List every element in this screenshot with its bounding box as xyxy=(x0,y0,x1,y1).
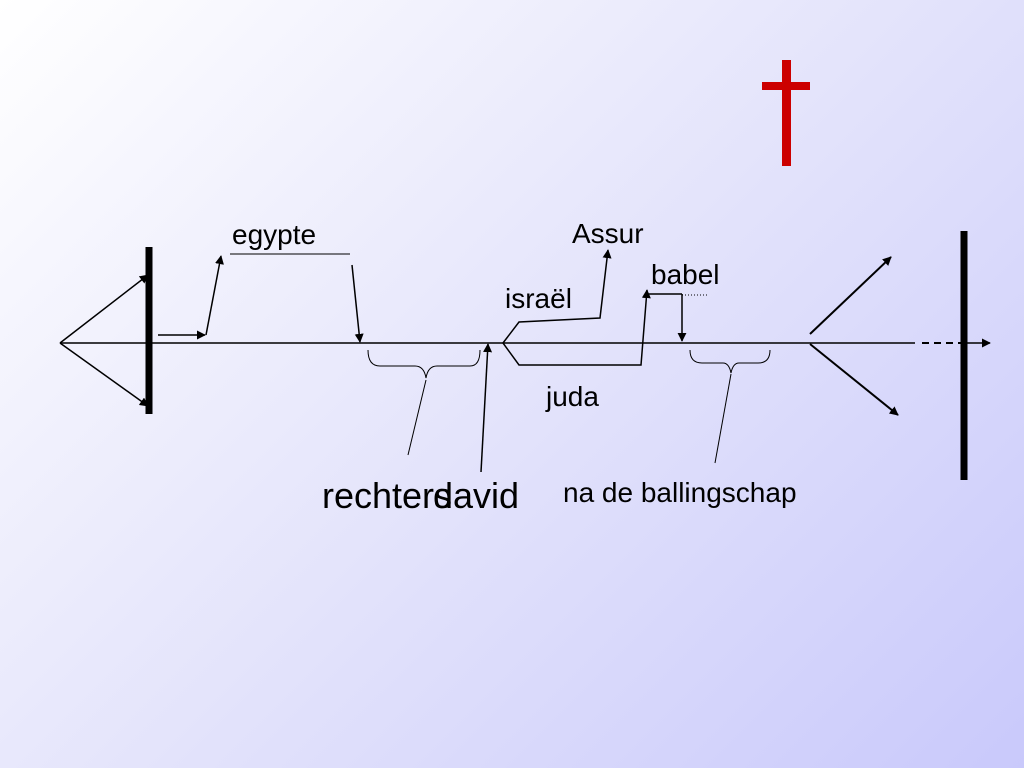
juda-branch-path xyxy=(502,289,651,366)
rechters-pointer-line xyxy=(407,379,427,456)
david-pointer-arrow xyxy=(480,343,493,473)
right-lower-arrow xyxy=(809,343,899,416)
cross-icon xyxy=(762,60,810,166)
israel-branch-path xyxy=(502,249,612,344)
to-egypte-up-arrow xyxy=(205,255,224,336)
label-na-de-ballingschap: na de ballingschap xyxy=(563,477,797,508)
label-babel: babel xyxy=(651,259,720,290)
label-david: david xyxy=(433,475,520,516)
left-upper-arrow xyxy=(59,274,149,344)
label-rechters: rechters xyxy=(322,475,453,516)
ballingschap-pointer-line xyxy=(714,373,732,464)
right-upper-arrow xyxy=(809,256,892,335)
rechters-brace xyxy=(367,349,481,379)
label-juda: juda xyxy=(546,381,599,412)
left-lower-arrow xyxy=(59,342,149,407)
label-egypte: egypte xyxy=(232,219,317,250)
label-assur: Assur xyxy=(572,218,644,249)
label-israel: israël xyxy=(505,283,572,314)
ballingschap-brace xyxy=(689,349,771,374)
from-egypte-down-arrow xyxy=(351,264,364,343)
